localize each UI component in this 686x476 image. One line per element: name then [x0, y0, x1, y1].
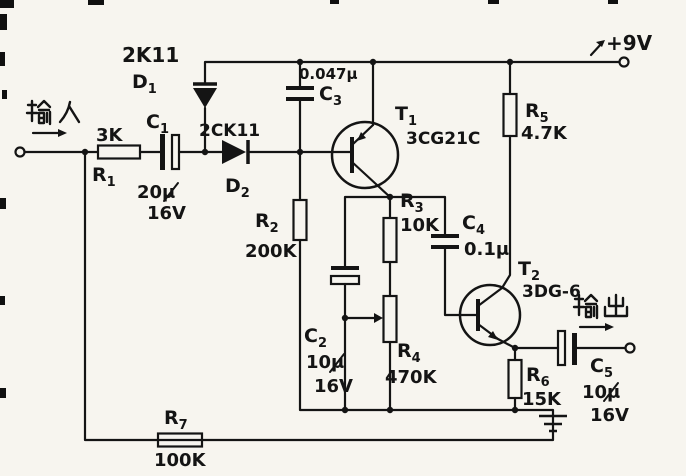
c1-fraction-slash — [163, 182, 179, 202]
r6-label: R6 — [526, 364, 550, 390]
input-arrow-head — [58, 129, 67, 137]
resistor-r7: R7 100K — [154, 407, 207, 471]
c1-voltage: 16V — [147, 203, 186, 224]
r7-label: R7 — [164, 407, 188, 433]
r5-label: R5 — [525, 100, 549, 126]
t1-type: 3CG21C — [406, 129, 480, 149]
r4-value: 470K — [385, 367, 438, 388]
c1-label: C1 — [146, 111, 169, 137]
c4-value: 0.1μ — [464, 239, 509, 260]
resistor-r2: R2 200K — [245, 198, 308, 262]
d1-type: 2K11 — [122, 43, 179, 67]
r7-value: 100K — [154, 450, 207, 471]
resistor-r4: R4 470K — [374, 294, 438, 388]
transistor-t1: T1 3CG21C — [330, 103, 480, 199]
diode-d1: 2K11 D1 — [122, 43, 217, 108]
c2-fraction-slash — [329, 353, 345, 373]
d2-label: D2 — [225, 175, 250, 201]
d1-label: D1 — [132, 71, 157, 97]
t2-type: 3DG-6 — [522, 282, 581, 302]
t1-label: T1 — [395, 103, 417, 129]
output-terminal — [624, 342, 636, 354]
resistor-r6: R6 15K — [507, 358, 562, 410]
c5-label: C5 — [590, 355, 613, 381]
input-text: 输入 — [27, 100, 77, 129]
supply-arrow-head — [596, 40, 605, 47]
r3-value: 10K — [400, 215, 440, 236]
output-label: 输出 — [572, 293, 629, 331]
capacitor-c1: C1 20μ 16V — [137, 111, 186, 224]
r3-label: R3 — [400, 190, 424, 216]
output-arrow-head — [605, 323, 614, 331]
r1-label: R1 — [92, 164, 116, 190]
c3-value: 0.047μ — [299, 65, 357, 83]
r4-label: R4 — [397, 340, 421, 366]
capacitor-c5: C5 10μ 16V — [556, 329, 629, 426]
transistor-t2: T2 3DG-6 — [458, 258, 581, 350]
supply-label: +9V — [589, 31, 653, 57]
t2-label: T2 — [518, 258, 540, 284]
r2-value: 200K — [245, 241, 298, 262]
c5-fraction-slash — [603, 382, 619, 402]
junction-dots — [81, 58, 519, 414]
t2-emitter-arrow — [488, 331, 498, 340]
c5-voltage: 16V — [590, 405, 629, 426]
supply-terminal — [618, 56, 630, 68]
c2-value: 10μ — [306, 352, 344, 373]
capacitor-c3: 0.047μ C3 — [286, 65, 357, 109]
diode-d2: 2CK11 D2 — [199, 121, 260, 201]
supply-text: +9V — [606, 31, 653, 55]
input-terminal — [14, 146, 26, 158]
c2-voltage: 16V — [314, 376, 353, 397]
output-text: 输出 — [574, 294, 624, 323]
c2-label: C2 — [304, 325, 327, 351]
r4-wiper-arrow — [374, 313, 383, 323]
ground-symbol — [539, 414, 567, 433]
input-label: 输入 — [25, 99, 81, 137]
c3-label: C3 — [319, 83, 342, 109]
t1-emitter-arrow — [357, 132, 366, 141]
r2-label: R2 — [255, 210, 279, 236]
c5-value: 10μ — [582, 382, 620, 403]
resistor-r5: R5 4.7K — [502, 92, 568, 144]
resistor-r1: 3K R1 — [92, 125, 142, 190]
r5-value: 4.7K — [521, 123, 568, 144]
c4-label: C4 — [462, 212, 485, 238]
d2-type: 2CK11 — [199, 121, 260, 141]
scan-artifacts — [0, 0, 618, 398]
r1-value: 3K — [96, 125, 124, 146]
capacitor-c2: C2 10μ 16V — [304, 266, 361, 397]
resistor-r3: R3 10K — [382, 190, 440, 264]
r6-value: 15K — [522, 389, 562, 410]
capacitor-c4: C4 0.1μ — [431, 212, 509, 260]
